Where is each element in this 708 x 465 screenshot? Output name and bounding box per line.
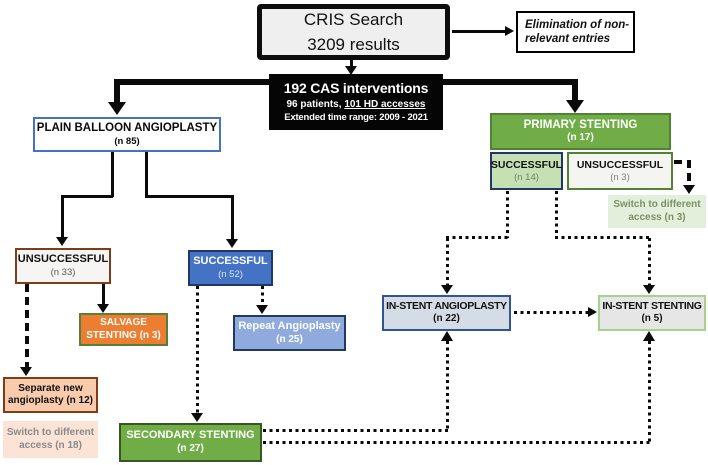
arrowhead-down-repeat xyxy=(256,305,268,314)
connector-dashed-to-separate xyxy=(25,284,29,368)
successful14-title: SUCCESSFUL xyxy=(490,158,563,171)
connector-dotted-to-repeat xyxy=(261,286,264,306)
separate-line2: angioplasty (n 12) xyxy=(7,395,93,406)
arrowhead-down-switch3 xyxy=(683,185,695,194)
connector-to-successful52 xyxy=(231,195,234,240)
repeat-angioplasty-box: Repeat Angioplasty (n 25) xyxy=(233,315,346,351)
elimination-line1: Elimination of non- xyxy=(525,18,630,31)
arrowhead-down-inangio xyxy=(441,285,453,294)
connector-pba-down-left xyxy=(111,152,114,197)
inangio-count: (n 22) xyxy=(433,313,460,325)
arrowhead-down-successful52 xyxy=(226,239,238,248)
pba-title: PLAIN BALLOON ANGIOPLASTY xyxy=(36,122,218,135)
connector-dotted-inangio-to-instent xyxy=(514,311,589,314)
connector-branch-right-vertical xyxy=(572,79,578,102)
arrowhead-down-unsuccessful33 xyxy=(56,237,68,246)
switch18-line2: access (n 18) xyxy=(19,439,82,451)
cas-hd-accesses: 101 HD accesses xyxy=(344,98,426,110)
separate-line1: Separate new xyxy=(18,382,83,394)
instent-title: IN-STENT STENTING xyxy=(602,300,702,313)
elimination-line2: relevant entries xyxy=(525,33,611,45)
arrowhead-down-separate xyxy=(20,367,32,376)
repeat-count: (n 25) xyxy=(276,333,303,345)
cas-patients: 96 patients, xyxy=(286,98,345,110)
unsuccessful3-title: UNSUCCESSFUL xyxy=(576,158,664,171)
connector-dotted-secondary-to-instent-v xyxy=(648,341,651,444)
cas-subtitle: 96 patients, 101 HD accesses xyxy=(287,99,426,112)
cas-title: 192 CAS interventions xyxy=(283,80,429,97)
secondary-count: (n 27) xyxy=(177,443,204,455)
arrowhead-down-salvage xyxy=(97,304,109,313)
primary-stenting-box: PRIMARY STENTING (n 17) xyxy=(490,113,671,150)
successful14-count: (n 14) xyxy=(514,171,539,183)
successful52-title: SUCCESSFUL xyxy=(193,255,268,268)
unsuccessful-3-box: UNSUCCESSFUL (n 3) xyxy=(567,152,673,190)
separate-new-angioplasty-box: Separate new angioplasty (n 12) xyxy=(3,377,98,413)
connector-pba-elbow-right xyxy=(145,195,233,198)
connector-pba-elbow-left xyxy=(61,195,113,198)
elimination-box: Elimination of non- relevant entries xyxy=(516,11,635,53)
arrowhead-right-instent xyxy=(588,307,597,317)
secondary-stenting-box: SECONDARY STENTING (n 27) xyxy=(119,423,262,462)
connector-dotted-secondary-to-instent-h xyxy=(263,441,650,444)
connector-dotted-secondary-to-inangio-h xyxy=(263,429,449,432)
salvage-line2: STENTING (n 3) xyxy=(86,329,161,341)
switch3-line1: Switch to different xyxy=(613,199,701,210)
successful-14-box: SUCCESSFUL (n 14) xyxy=(490,152,563,190)
connector-cris-to-interventions xyxy=(350,60,353,68)
inangio-title: IN-STENT ANGIOPLASTY xyxy=(386,300,507,313)
successful-52-box: SUCCESSFUL (n 52) xyxy=(188,250,273,286)
connector-dotted-succ14-right-h xyxy=(555,236,651,239)
salvage-stenting-box: SALVAGE STENTING (n 3) xyxy=(79,313,168,346)
connector-dotted-succ14-right-v xyxy=(555,191,558,238)
connector-dotted-succ14-left-v xyxy=(506,191,509,238)
arrowhead-down-instent xyxy=(643,285,655,294)
connector-dotted-to-instent-top xyxy=(648,238,651,286)
arrowhead-down-interventions xyxy=(345,66,357,75)
primary-count: (n 17) xyxy=(567,132,594,144)
connector-branch-left-vertical xyxy=(114,79,120,103)
arrowhead-down-primary-stenting xyxy=(566,100,584,113)
plain-balloon-angioplasty-box: PLAIN BALLOON ANGIOPLASTY (n 85) xyxy=(33,117,221,152)
unsuccessful-33-box: UNSUCCESSFUL (n 33) xyxy=(15,248,111,284)
unsuccessful33-title: UNSUCCESSFUL xyxy=(17,253,109,266)
salvage-line1: SALVAGE xyxy=(100,317,147,328)
cris-line2: 3209 results xyxy=(307,35,400,54)
cris-search-box: CRIS Search 3209 results xyxy=(257,4,450,60)
switch3-line2: access (n 3) xyxy=(628,211,686,223)
switch18-line1: Switch to different xyxy=(6,427,95,438)
primary-title: PRIMARY STENTING xyxy=(523,119,638,132)
connector-pba-down-right xyxy=(145,152,148,197)
connector-dotted-succ14-left-h xyxy=(446,236,509,239)
secondary-title: SECONDARY STENTING xyxy=(126,429,255,442)
in-stent-angioplasty-box: IN-STENT ANGIOPLASTY (n 22) xyxy=(382,295,511,331)
arrowhead-right-elimination xyxy=(505,26,514,36)
switch-access-18-box: Switch to different access (n 18) xyxy=(3,421,98,458)
connector-dotted-secondary-to-inangio-v xyxy=(446,341,449,432)
arrowhead-down-secondary xyxy=(191,413,203,422)
connector-dotted-to-secondary xyxy=(196,286,199,414)
instent-count: (n 5) xyxy=(641,313,663,325)
in-stent-stenting-box: IN-STENT STENTING (n 5) xyxy=(598,295,706,331)
unsuccessful33-count: (n 33) xyxy=(50,266,76,278)
arrowhead-up-inangio xyxy=(441,331,453,341)
arrowhead-down-pba xyxy=(108,102,126,115)
connector-to-salvage xyxy=(102,284,105,305)
unsuccessful3-count: (n 3) xyxy=(610,171,630,183)
repeat-title: Repeat Angioplasty xyxy=(238,319,341,332)
connector-cris-to-elimination xyxy=(452,30,506,33)
cas-time-range: Extended time range: 2009 - 2021 xyxy=(284,112,428,124)
cris-line1: CRIS Search xyxy=(303,9,404,29)
connector-dashed-unsucc3-v xyxy=(687,160,691,186)
switch-access-3-box: Switch to different access (n 3) xyxy=(608,195,706,228)
successful52-count: (n 52) xyxy=(218,268,243,280)
pba-count: (n 85) xyxy=(114,135,140,147)
connector-to-unsuccessful33 xyxy=(61,195,64,238)
connector-dashed-unsucc3-h xyxy=(674,160,690,164)
connector-dotted-to-inangio-top xyxy=(446,238,449,286)
cas-interventions-box: 192 CAS interventions 96 patients, 101 H… xyxy=(269,74,443,130)
arrowhead-up-instent xyxy=(643,331,655,341)
